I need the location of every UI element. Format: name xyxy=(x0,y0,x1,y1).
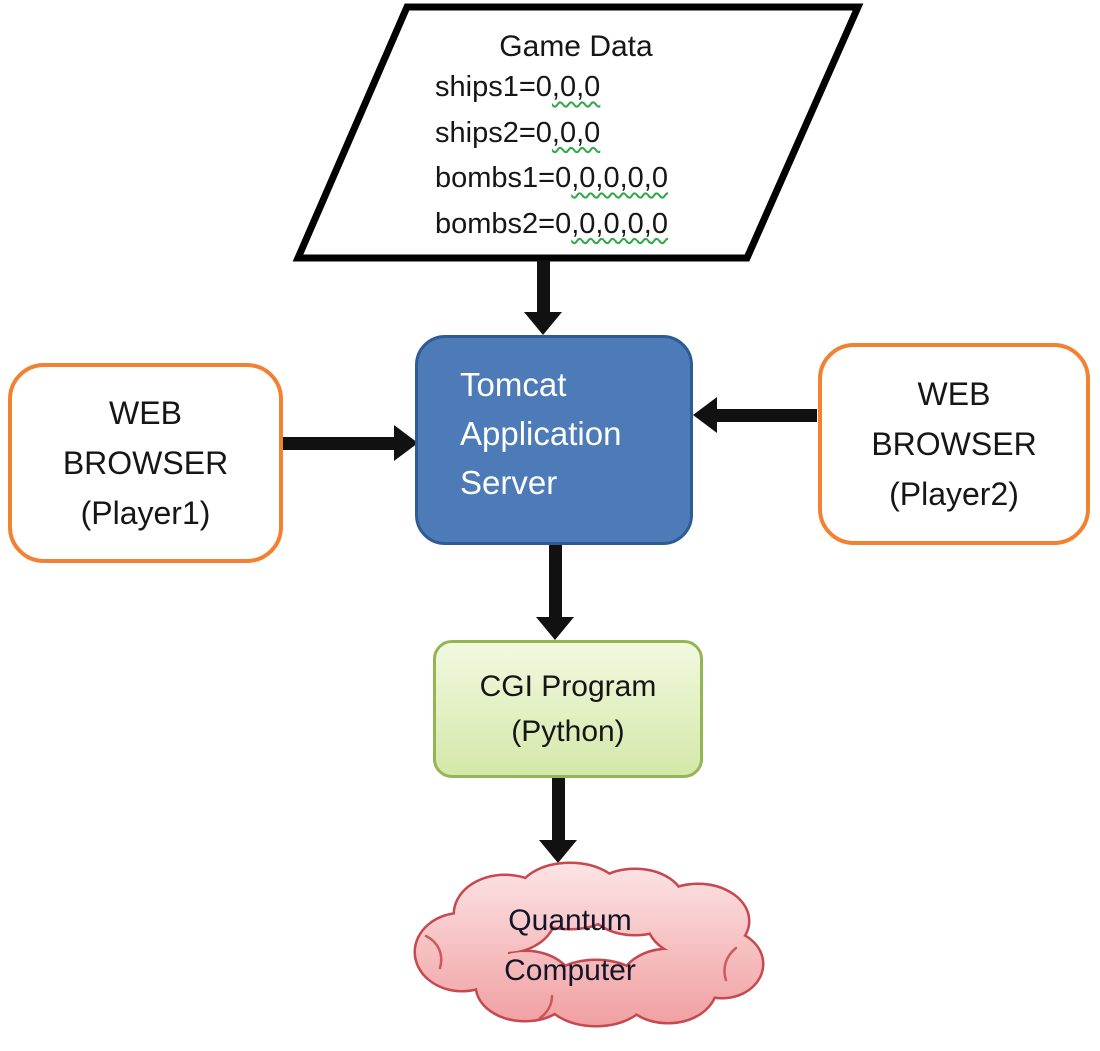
arrow-tomcat-to-cgi xyxy=(536,545,575,640)
browser1-label-line: BROWSER xyxy=(62,445,229,481)
bombs1-prefix: bombs1=0 xyxy=(435,162,572,194)
quantum-label-line: Computer xyxy=(504,954,636,987)
arrow-head-left-icon xyxy=(693,397,717,433)
browser1-label-line: WEB xyxy=(109,395,182,431)
game-data-lines: ships1=0,0,0 ships2=0,0,0 bombs1=0,0,0,0… xyxy=(435,65,668,247)
ships1-prefix: ships1=0 xyxy=(435,71,552,103)
game-data-parallelogram xyxy=(292,3,864,262)
arrow-head-down-icon xyxy=(524,312,562,335)
browser2-label-line: BROWSER xyxy=(871,426,1037,462)
ships2-spellcheck-underline: ,0,0 xyxy=(551,116,601,149)
game-data-line-ships1: ships1=0,0,0 xyxy=(435,65,668,111)
quantum-computer-label: Quantum Computer xyxy=(390,896,750,996)
arrow-head-right-icon xyxy=(394,425,418,461)
game-data-line-bombs2: bombs2=0,0,0,0,0 xyxy=(435,202,668,248)
game-data-line-ships2: ships2=0,0,0 xyxy=(435,111,668,157)
arrow-browser1-to-tomcat xyxy=(283,425,418,461)
node-cgi-program: CGI Program (Python) xyxy=(433,640,703,778)
ships2-prefix: ships2=0 xyxy=(435,116,552,149)
node-web-browser-player2: WEB BROWSER (Player2) xyxy=(818,343,1090,545)
bombs2-prefix: bombs2=0 xyxy=(435,207,572,240)
arrow-stem xyxy=(537,260,550,314)
arrow-stem xyxy=(552,778,565,842)
browser1-label-line: (Player1) xyxy=(80,495,211,531)
game-data-title: Game Data xyxy=(499,30,653,63)
cgi-label-line: (Python) xyxy=(511,715,625,748)
arrow-cgi-to-quantum xyxy=(539,778,578,863)
browser2-label-line: (Player2) xyxy=(889,476,1019,512)
bombs1-spellcheck-underline: ,0,0,0,0 xyxy=(571,162,668,194)
arrow-head-down-icon xyxy=(539,840,577,863)
arrow-stem xyxy=(716,409,817,422)
arrow-head-down-icon xyxy=(536,617,574,640)
arrow-stem xyxy=(283,437,395,450)
game-data-line-bombs1: bombs1=0,0,0,0,0 xyxy=(435,156,668,202)
node-web-browser-player1: WEB BROWSER (Player1) xyxy=(8,363,283,563)
node-quantum-computer-cloud xyxy=(413,861,765,1028)
node-tomcat-application-server: Tomcat Application Server xyxy=(415,335,693,545)
quantum-label-line: Quantum xyxy=(508,904,632,937)
tomcat-label-line: Application xyxy=(460,415,622,452)
tomcat-label-line: Server xyxy=(460,464,558,501)
arrow-gamedata-to-tomcat xyxy=(524,260,563,335)
cgi-label-line: CGI Program xyxy=(479,670,657,703)
ships1-spellcheck-underline: ,0,0 xyxy=(551,71,601,103)
arrow-browser2-to-tomcat xyxy=(693,397,817,433)
bombs2-spellcheck-underline: ,0,0,0,0 xyxy=(571,207,668,240)
browser2-label-line: WEB xyxy=(917,376,991,412)
tomcat-label-line: Tomcat xyxy=(460,366,567,403)
arrow-stem xyxy=(549,545,562,619)
